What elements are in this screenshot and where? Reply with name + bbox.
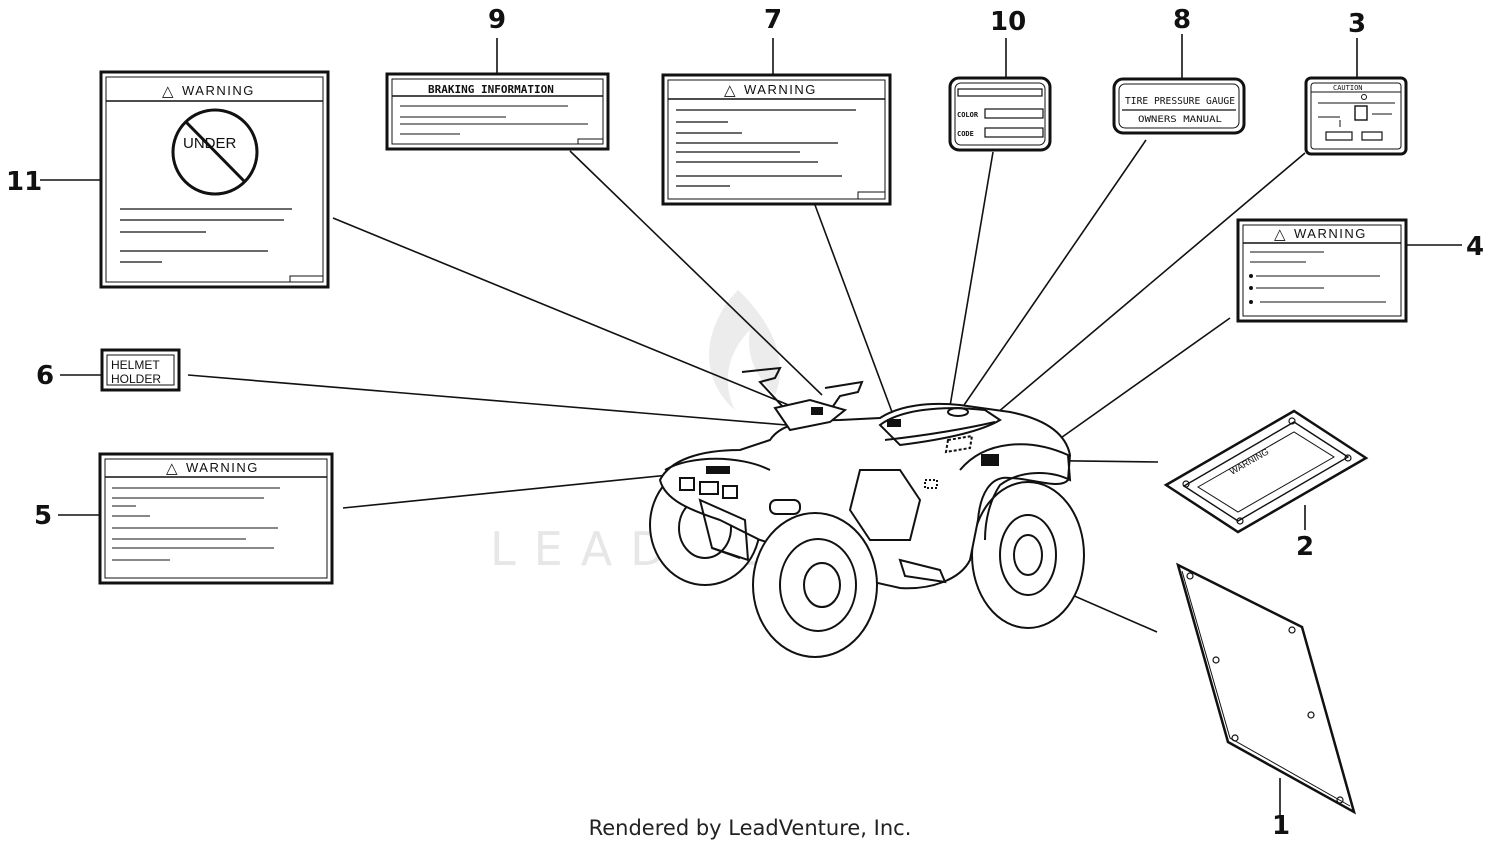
leader-6: [187, 374, 823, 429]
leader-7: [814, 204, 893, 413]
label-5-warning: △ WARNING: [98, 452, 334, 585]
label-5-warning-symbol: △: [166, 460, 178, 477]
label-4-warning: △ WARNING: [1236, 218, 1408, 323]
label-7-warning: △ WARNING: [661, 73, 892, 206]
part-1-backing-sheet: [1176, 562, 1357, 815]
leader-11: [332, 217, 831, 423]
leader-8: [961, 139, 1147, 409]
label-10-color-code: COLOR CODE: [948, 76, 1052, 152]
label-10-code-text: CODE: [957, 130, 974, 138]
label-8-tire-text: TIRE PRESSURE GAUGE: [1125, 96, 1235, 107]
label-6-helmet-text: HELMET: [111, 358, 160, 372]
leader-3: [964, 152, 1306, 441]
label-4-warning-symbol: △: [1274, 226, 1286, 243]
callout-9: 9: [488, 5, 506, 35]
callout-7: 7: [764, 5, 782, 35]
callout-2: 2: [1296, 532, 1314, 562]
label-11-warning-symbol: △: [162, 83, 174, 100]
label-8-manual-text: OWNERS MANUAL: [1138, 115, 1222, 125]
label-7-warning-text: WARNING: [744, 82, 817, 97]
label-7-warning-symbol: △: [724, 82, 736, 99]
label-9-braking-information: BRAKING INFORMATION: [385, 72, 610, 151]
callout-3: 3: [1348, 9, 1366, 39]
callout-10: 10: [990, 7, 1026, 37]
callout-5: 5: [34, 501, 52, 531]
callout-6: 6: [36, 361, 54, 391]
label-11-warning-under: △ WARNING UNDER: [99, 70, 330, 289]
label-6-holder-text: HOLDER: [111, 372, 161, 386]
leader-4: [1057, 317, 1231, 441]
leader-lines: [40, 34, 1462, 815]
label-4-warning-text: WARNING: [1294, 226, 1367, 241]
label-9-title: BRAKING INFORMATION: [428, 83, 554, 96]
callout-4: 4: [1466, 232, 1484, 262]
label-6-helmet-holder: HELMET HOLDER: [100, 348, 181, 392]
callout-11: 11: [6, 167, 42, 197]
label-3-caution: CAUTION: [1304, 76, 1408, 156]
leader-9: [569, 150, 823, 396]
label-10-color-text: COLOR: [957, 111, 979, 119]
callout-1: 1: [1272, 811, 1290, 841]
label-5-warning-text: WARNING: [186, 460, 259, 475]
label-11-under-text: UNDER: [183, 135, 237, 152]
part-2-warning-plate: WARNING: [1163, 409, 1369, 534]
label-8-tire-pressure: TIRE PRESSURE GAUGE OWNERS MANUAL: [1112, 77, 1246, 135]
atv-illustration: [649, 366, 1085, 658]
footer-credit: Rendered by LeadVenture, Inc.: [588, 816, 912, 840]
leader-5: [342, 469, 719, 509]
label-11-warning-text: WARNING: [182, 83, 255, 98]
label-3-caution-text: CAUTION: [1333, 84, 1363, 92]
callout-8: 8: [1173, 5, 1191, 35]
